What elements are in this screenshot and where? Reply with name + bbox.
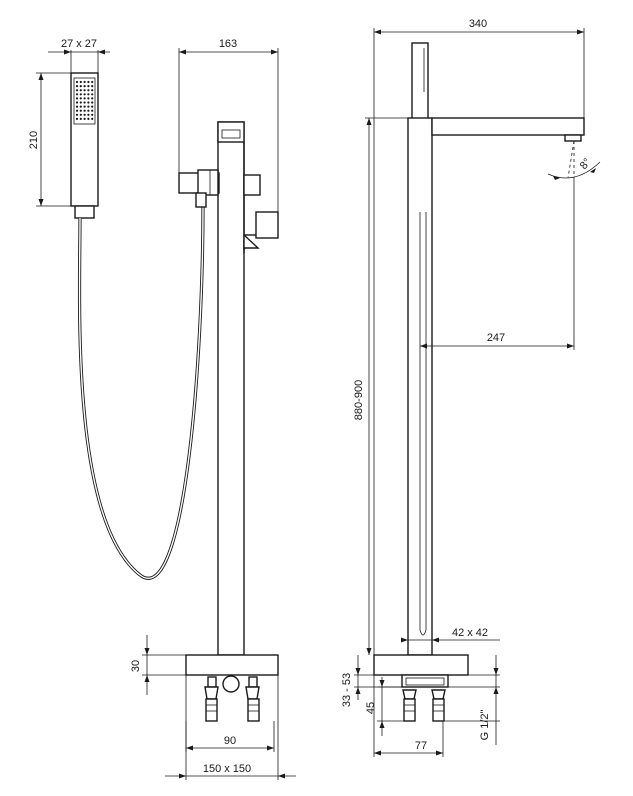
dim-total-height: 880-900 xyxy=(353,117,408,655)
dim-column-section: 42 x 42 xyxy=(401,627,500,655)
nozzle-dot xyxy=(87,113,90,116)
dim-connection: G 1/2" xyxy=(444,655,500,745)
dim-base-height: 30 xyxy=(130,635,186,695)
nozzle-dot xyxy=(79,80,82,84)
nozzle-dot xyxy=(91,80,94,84)
dim-label: 27 x 27 xyxy=(61,38,97,50)
nozzle-dot xyxy=(87,93,90,96)
floor-base xyxy=(185,654,279,722)
spray-nozzles-icon xyxy=(75,80,94,120)
dim-label: 45 xyxy=(365,702,377,714)
side-view: 8° 340 247 xyxy=(341,18,601,757)
dim-label: 33 - 53 xyxy=(341,673,353,707)
dim-label: 42 x 42 xyxy=(452,627,488,639)
nozzle-dot xyxy=(79,105,82,108)
dim-label: G 1/2" xyxy=(479,710,491,741)
spout: 8° xyxy=(431,117,601,180)
dim-label: 247 xyxy=(487,332,505,344)
nozzle-dot xyxy=(79,109,82,112)
nozzle-dot xyxy=(87,117,90,120)
nozzle-dot xyxy=(75,89,79,92)
nozzle-dot xyxy=(91,89,94,92)
dim-label: 163 xyxy=(219,38,237,50)
nozzle-dot xyxy=(83,101,86,104)
nozzle-dot xyxy=(75,113,79,116)
dim-label: 150 x 150 xyxy=(203,763,251,775)
dim-spout-reach: 247 xyxy=(420,178,575,350)
hand-shower xyxy=(70,72,99,219)
floor-base-side xyxy=(373,654,469,676)
nozzle-dot xyxy=(87,85,90,88)
dim-label: 340 xyxy=(469,18,487,30)
mixer-column xyxy=(178,121,279,656)
nozzle-dot xyxy=(75,109,79,112)
dim-label: 90 xyxy=(224,735,236,747)
dim-pipe-spacing: 90 xyxy=(185,721,275,752)
nozzle-dot xyxy=(75,97,79,100)
nozzle-dot xyxy=(83,89,86,92)
nozzle-dot xyxy=(75,101,79,104)
nozzle-dot xyxy=(83,105,86,108)
nozzle-dot xyxy=(79,117,82,120)
nozzle-dot xyxy=(79,113,82,116)
nozzle-dot xyxy=(83,97,86,100)
dim-total-reach: 340 xyxy=(373,18,585,655)
nozzle-dot xyxy=(83,85,86,88)
nozzle-dot xyxy=(75,93,79,96)
front-view: 27 x 27 210 163 30 xyxy=(28,38,296,780)
nozzle-dot xyxy=(83,109,86,112)
nozzle-dot xyxy=(87,80,90,84)
nozzle-dot xyxy=(87,109,90,112)
nozzle-dot xyxy=(91,109,94,112)
shower-hose xyxy=(77,204,205,580)
nozzle-dot xyxy=(91,105,94,108)
nozzle-dot xyxy=(87,105,90,108)
nozzle-dot xyxy=(87,101,90,104)
nozzle-dot xyxy=(83,113,86,116)
nozzle-dot xyxy=(79,97,82,100)
nozzle-dot xyxy=(91,101,94,104)
dim-pipe-length: 45 xyxy=(365,677,404,736)
nozzle-dot xyxy=(75,117,79,120)
dim-label: 30 xyxy=(130,660,142,672)
nozzle-dot xyxy=(83,117,86,120)
dim-label: 77 xyxy=(415,740,427,752)
nozzle-dot xyxy=(91,113,94,116)
dim-label: 210 xyxy=(28,131,40,149)
nozzle-dot xyxy=(75,80,79,84)
nozzle-dot xyxy=(79,85,82,88)
nozzle-dot xyxy=(83,93,86,96)
nozzle-dot xyxy=(91,85,94,88)
dim-base-size: 150 x 150 xyxy=(165,675,296,780)
nozzle-dot xyxy=(75,85,79,88)
dim-handshower-length: 210 xyxy=(28,72,71,207)
nozzle-dot xyxy=(79,93,82,96)
nozzle-dot xyxy=(79,101,82,104)
nozzle-dot xyxy=(91,97,94,100)
nozzle-dot xyxy=(91,93,94,96)
dim-label: 880-900 xyxy=(353,380,365,420)
nozzle-dot xyxy=(79,89,82,92)
nozzle-dot xyxy=(75,105,79,108)
dim-pipe-offset: 77 xyxy=(373,675,444,757)
nozzle-dot xyxy=(91,117,94,120)
dim-handshower-section: 27 x 27 xyxy=(48,38,110,73)
dim-mixer-depth: 163 xyxy=(178,38,279,212)
nozzle-dot xyxy=(87,97,90,100)
nozzle-dot xyxy=(87,89,90,92)
nozzle-dot xyxy=(83,80,86,84)
